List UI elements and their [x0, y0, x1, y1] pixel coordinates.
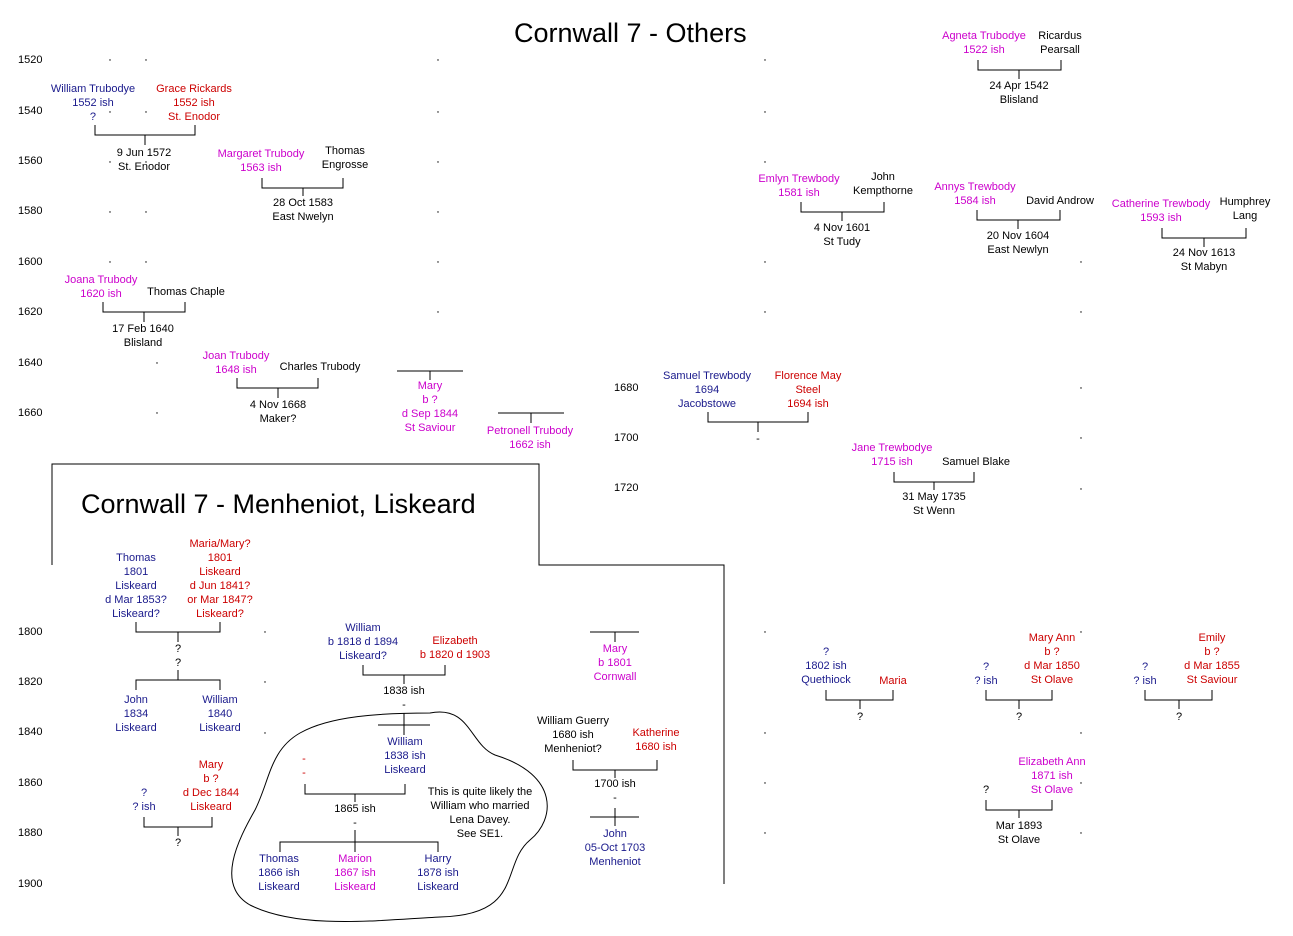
year-label: 1680: [614, 382, 639, 394]
person-florence-may-steel: Florence May Steel 1694 ish: [774, 370, 842, 410]
year-label: 1580: [18, 205, 43, 217]
person-william-trubodye: William Trubodye 1552 ish ?: [50, 83, 136, 123]
person-joan-trubody: Joan Trubody 1648 ish: [202, 350, 270, 376]
person-thomas-engrosse: Thomas Engrosse: [321, 145, 369, 171]
marriage-1572: 9 Jun 1572 St. Enodor: [116, 147, 172, 173]
person-emlyn-trewbody: Emlyn Trewbody 1581 ish: [758, 173, 840, 199]
year-label: 1620: [18, 306, 43, 318]
person-unknown: ?: [982, 784, 990, 796]
person-harry-1878: Harry 1878 ish Liskeard: [417, 853, 459, 893]
marriage-1601: 4 Nov 1601 St Tudy: [813, 222, 871, 248]
year-label: 1560: [18, 155, 43, 167]
person-quethiock: ? 1802 ish Quethiock: [801, 646, 851, 686]
person-mary-ann: Mary Ann b ? d Mar 1850 St Olave: [1024, 632, 1080, 686]
person-william-1840: William 1840 Liskeard: [199, 694, 241, 734]
marriage-1893: Mar 1893 St Olave: [995, 820, 1043, 846]
marriage-1604: 20 Nov 1604 East Newlyn: [986, 230, 1050, 256]
year-label: 1880: [18, 827, 43, 839]
person-katherine: Katherine 1680 ish: [632, 727, 680, 753]
person-ricardus-pearsall: Ricardus Pearsall: [1038, 30, 1082, 56]
person-elizabeth-ann: Elizabeth Ann 1871 ish St Olave: [1018, 756, 1086, 796]
marriage-1668: 4 Nov 1668 Maker?: [249, 399, 307, 425]
year-label: 1600: [18, 256, 43, 268]
person-mary-1801: Mary b 1801 Cornwall: [593, 643, 637, 683]
person-elizabeth-1820: Elizabeth b 1820 d 1903: [419, 635, 491, 661]
year-label: 1800: [18, 626, 43, 638]
marriage-1865: 1865 ish -: [334, 803, 376, 829]
year-label: 1520: [18, 54, 43, 66]
person-maria-mary-1801: Maria/Mary? 1801 Liskeard d Jun 1841? or…: [187, 538, 253, 620]
person-catherine-trewbody: Catherine Trewbody 1593 ish: [1111, 198, 1211, 224]
person-william-guerry: William Guerry 1680 ish Menheniot?: [536, 715, 610, 755]
person-unknown: ? ? ish: [1133, 661, 1157, 687]
person-jane-trewbodye: Jane Trewbodye 1715 ish: [851, 442, 933, 468]
person-unknown: ? ? ish: [132, 787, 156, 813]
person-david-androw: David Androw: [1026, 195, 1094, 207]
marriage-1700-dash: -: [756, 433, 760, 445]
marriage-unknown: ?: [1175, 711, 1183, 723]
person-mary-1844b: Mary b ? d Dec 1844 Liskeard: [182, 759, 240, 813]
person-john-1834: John 1834 Liskeard: [115, 694, 157, 734]
marriage-1613: 24 Nov 1613 St Mabyn: [1172, 247, 1236, 273]
person-grace-rickards: Grace Rickards 1552 ish St. Enodor: [156, 83, 232, 123]
marriage-1640: 17 Feb 1640 Blisland: [112, 323, 174, 349]
marriage-unknown: ? ?: [174, 643, 182, 669]
person-unknown-spouse: - -: [302, 753, 306, 779]
person-william-1818: William b 1818 d 1894 Liskeard?: [327, 622, 399, 662]
person-emily: Emily b ? d Mar 1855 St Saviour: [1184, 632, 1240, 686]
person-thomas-1801: Thomas 1801 Liskeard d Mar 1853? Liskear…: [105, 552, 167, 620]
person-agneta-trubodye: Agneta Trubodye 1522 ish: [942, 30, 1026, 56]
marriage-unknown: ?: [1015, 711, 1023, 723]
person-marion-1867: Marion 1867 ish Liskeard: [334, 853, 376, 893]
person-thomas-chaple: Thomas Chaple: [147, 286, 225, 298]
year-label: 1700: [614, 432, 639, 444]
person-william-1838: William 1838 ish Liskeard: [384, 736, 426, 776]
year-label: 1640: [18, 357, 43, 369]
title-others: Cornwall 7 - Others: [514, 18, 747, 48]
person-samuel-blake: Samuel Blake: [942, 456, 1010, 468]
person-mary-1844: Mary b ? d Sep 1844 St Saviour: [401, 380, 459, 434]
marriage-1735: 31 May 1735 St Wenn: [902, 491, 966, 517]
marriage-unknown: ?: [856, 711, 864, 723]
person-john-1703: John 05-Oct 1703 Menheniot: [584, 828, 646, 868]
marriage-1542: 24 Apr 1542 Blisland: [989, 80, 1049, 106]
marriage-1583: 28 Oct 1583 East Nwelyn: [272, 197, 334, 223]
person-joana-trubody: Joana Trubody 1620 ish: [64, 274, 138, 300]
marriage-unknown: ?: [174, 837, 182, 849]
marriage-1700: 1700 ish -: [594, 778, 636, 804]
year-label: 1860: [18, 777, 43, 789]
person-margaret-trubody: Margaret Trubody 1563 ish: [217, 148, 305, 174]
person-petronell-trubody: Petronell Trubody 1662 ish: [486, 425, 574, 451]
annotation-note: This is quite likely the William who mar…: [427, 786, 533, 840]
marriage-1838: 1838 ish -: [383, 685, 425, 711]
person-maria: Maria: [879, 675, 907, 687]
year-label: 1900: [18, 878, 43, 890]
year-label: 1720: [614, 482, 639, 494]
person-john-kempthorne: John Kempthorne: [853, 171, 913, 197]
person-annys-trewbody: Annys Trewbody 1584 ish: [934, 181, 1016, 207]
person-charles-trubody: Charles Trubody: [279, 361, 361, 373]
year-label: 1840: [18, 726, 43, 738]
year-label: 1660: [18, 407, 43, 419]
year-label: 1820: [18, 676, 43, 688]
person-humphrey-lang: Humphrey Lang: [1219, 196, 1271, 222]
person-samuel-trewbody: Samuel Trewbody 1694 Jacobstowe: [662, 370, 752, 410]
year-label: 1540: [18, 105, 43, 117]
person-thomas-1866: Thomas 1866 ish Liskeard: [258, 853, 300, 893]
person-unknown: ? ? ish: [974, 661, 998, 687]
title-menheniot: Cornwall 7 - Menheniot, Liskeard: [81, 489, 476, 519]
